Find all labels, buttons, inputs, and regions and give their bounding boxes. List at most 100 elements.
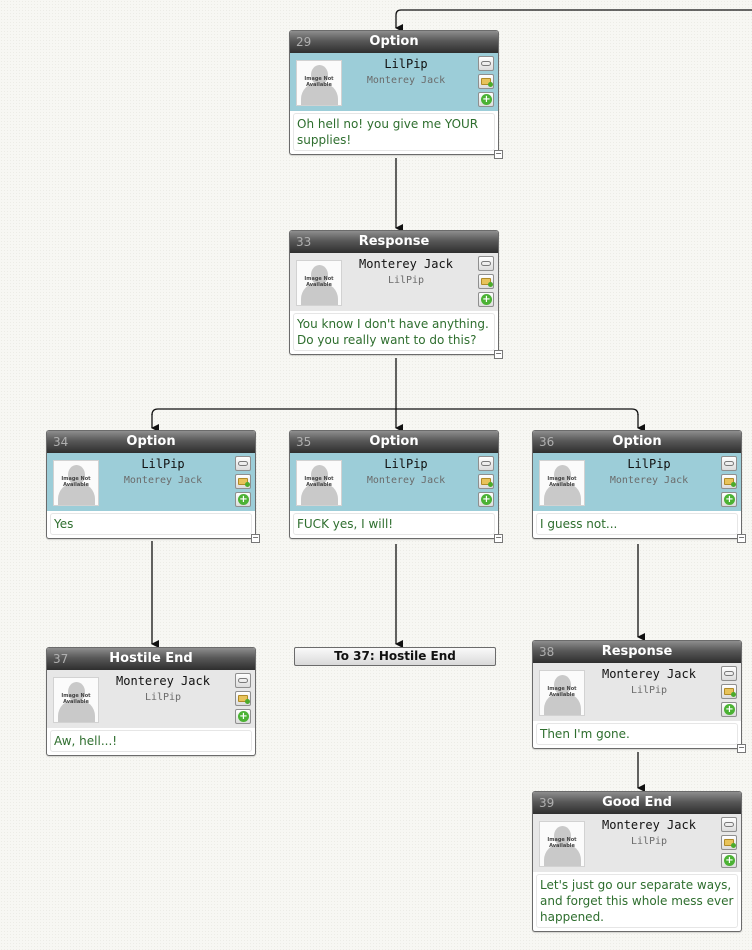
dialogue-node-34[interactable]: 34 Option Image Not Available LilPip Mon…: [46, 430, 260, 543]
connector-split-bar: [151, 408, 639, 416]
dialogue-text[interactable]: Let's just go our separate ways, and for…: [536, 874, 738, 928]
link-icon: [724, 822, 734, 827]
edit-button[interactable]: [478, 74, 494, 89]
link-button[interactable]: [235, 456, 251, 471]
dialogue-text[interactable]: Oh hell no! you give me YOUR supplies!: [293, 113, 495, 151]
link-icon: [481, 461, 491, 466]
add-child-icon: +: [724, 494, 735, 505]
edit-button[interactable]: [721, 835, 737, 850]
node-type: Option: [369, 34, 419, 49]
dialogue-node-36[interactable]: 36 Option Image Not Available LilPip Mon…: [532, 430, 746, 543]
collapse-button[interactable]: −: [494, 349, 503, 359]
listener-name: LilPip: [630, 685, 668, 696]
node-type: Response: [358, 234, 430, 249]
listener-name: Monterey Jack: [609, 475, 689, 486]
add-child-button[interactable]: +: [478, 92, 494, 107]
speaker-name: Monterey Jack: [602, 818, 696, 832]
add-child-icon: +: [481, 494, 492, 505]
link-button[interactable]: [478, 56, 494, 71]
folder-edit-icon: [481, 478, 493, 487]
node-header[interactable]: 29 Option: [290, 31, 498, 53]
node-id: 33: [296, 235, 312, 249]
dialogue-text[interactable]: Then I'm gone.: [536, 723, 738, 745]
node-id: 37: [53, 652, 69, 666]
speaker-name: LilPip: [141, 457, 185, 471]
edit-button[interactable]: [235, 691, 251, 706]
avatar-placeholder: Image Not Available: [296, 460, 342, 506]
add-child-button[interactable]: +: [235, 492, 251, 507]
dialogue-text[interactable]: You know I don't have anything. Do you r…: [293, 313, 495, 351]
node-id: 35: [296, 435, 312, 449]
dialogue-node-38[interactable]: 38 Response Image Not Available Monterey…: [532, 640, 746, 753]
avatar-placeholder: Image Not Available: [539, 460, 585, 506]
listener-name: LilPip: [630, 836, 668, 847]
node-type: Response: [601, 644, 673, 659]
dialogue-node-33[interactable]: 33 Response Image Not Available Monterey…: [289, 230, 503, 359]
add-child-button[interactable]: +: [478, 292, 494, 307]
collapse-button[interactable]: −: [251, 533, 260, 543]
edit-button[interactable]: [721, 684, 737, 699]
goto-link-37[interactable]: To 37: Hostile End: [294, 647, 496, 666]
dialogue-text[interactable]: Aw, hell...!: [50, 730, 252, 752]
node-header[interactable]: 38 Response: [533, 641, 741, 663]
collapse-button[interactable]: −: [737, 743, 746, 753]
node-header[interactable]: 37 Hostile End: [47, 648, 255, 670]
collapse-button[interactable]: −: [494, 149, 503, 159]
node-type: Good End: [602, 795, 672, 810]
link-button[interactable]: [721, 817, 737, 832]
add-child-button[interactable]: +: [478, 492, 494, 507]
edit-button[interactable]: [235, 474, 251, 489]
add-child-button[interactable]: +: [721, 702, 737, 717]
add-child-button[interactable]: +: [235, 709, 251, 724]
avatar-placeholder: Image Not Available: [539, 670, 585, 716]
collapse-button[interactable]: −: [737, 533, 746, 543]
link-icon: [724, 461, 734, 466]
node-header[interactable]: 34 Option: [47, 431, 255, 453]
speaker-name: LilPip: [627, 457, 671, 471]
dialogue-text[interactable]: FUCK yes, I will!: [293, 513, 495, 535]
avatar-placeholder: Image Not Available: [53, 460, 99, 506]
speaker-name: Monterey Jack: [359, 257, 453, 271]
node-id: 29: [296, 35, 312, 49]
add-child-icon: +: [724, 855, 735, 866]
listener-name: Monterey Jack: [123, 475, 203, 486]
node-header[interactable]: 36 Option: [533, 431, 741, 453]
link-icon: [238, 461, 248, 466]
edit-button[interactable]: [478, 474, 494, 489]
add-child-icon: +: [724, 704, 735, 715]
link-icon: [481, 61, 491, 66]
avatar-placeholder: Image Not Available: [53, 677, 99, 723]
folder-edit-icon: [724, 478, 736, 487]
link-button[interactable]: [721, 666, 737, 681]
node-header[interactable]: 35 Option: [290, 431, 498, 453]
dialogue-text[interactable]: Yes: [50, 513, 252, 535]
add-child-icon: +: [238, 494, 249, 505]
link-button[interactable]: [478, 456, 494, 471]
add-child-button[interactable]: +: [721, 492, 737, 507]
node-type: Option: [126, 434, 176, 449]
collapse-button[interactable]: −: [494, 533, 503, 543]
speaker-name: LilPip: [384, 57, 428, 71]
add-child-icon: +: [481, 294, 492, 305]
node-type: Hostile End: [109, 651, 193, 666]
dialogue-node-35[interactable]: 35 Option Image Not Available LilPip Mon…: [289, 430, 503, 543]
link-button[interactable]: [478, 256, 494, 271]
node-header[interactable]: 33 Response: [290, 231, 498, 253]
link-icon: [724, 671, 734, 676]
link-button[interactable]: [235, 673, 251, 688]
speaker-name: Monterey Jack: [602, 667, 696, 681]
folder-edit-icon: [724, 839, 736, 848]
folder-edit-icon: [238, 478, 250, 487]
dialogue-node-39[interactable]: 39 Good End Image Not Available Monterey…: [532, 791, 742, 932]
node-header[interactable]: 39 Good End: [533, 792, 741, 814]
speaker-name: LilPip: [384, 457, 428, 471]
edit-button[interactable]: [478, 274, 494, 289]
dialogue-text[interactable]: I guess not...: [536, 513, 738, 535]
add-child-button[interactable]: +: [721, 853, 737, 868]
add-child-icon: +: [481, 94, 492, 105]
link-button[interactable]: [721, 456, 737, 471]
dialogue-node-29[interactable]: 29 Option Image Not Available LilPip Mon…: [289, 30, 503, 159]
dialogue-node-37[interactable]: 37 Hostile End Image Not Available Monte…: [46, 647, 256, 756]
edit-button[interactable]: [721, 474, 737, 489]
